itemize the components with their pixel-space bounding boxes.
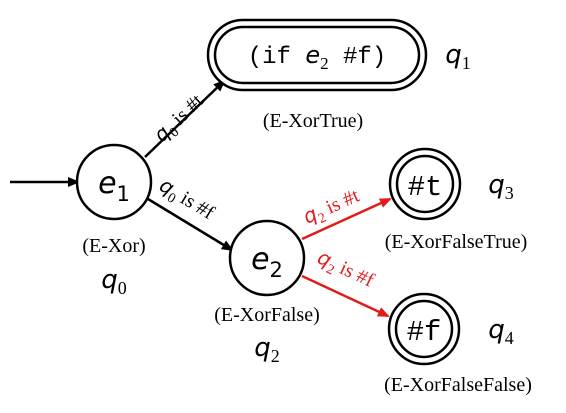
state-e1: e1 — [75, 143, 153, 221]
state-name-q4-sub: 4 — [505, 328, 514, 348]
state-q4-text: #f — [407, 316, 442, 349]
svg-text:q0 is #f: q0 is #f — [153, 173, 219, 228]
edge-e2-to-q3 — [301, 197, 392, 241]
state-q1-base: e — [305, 41, 320, 69]
rule-label-e-xor: (E-Xor) — [82, 235, 145, 257]
edge-e1-to-q1 — [144, 79, 226, 158]
state-name-q4: q4 — [488, 315, 514, 348]
state-name-q3-base: q — [488, 170, 505, 200]
rule-label-e-xorfalse: (E-XorFalse) — [214, 304, 320, 326]
state-name-q3-sub: 3 — [505, 183, 514, 203]
rule-label-e-xorfalsefalse: (E-XorFalseFalse) — [384, 374, 532, 396]
edge-label-e1-to-e2: q0 is #f — [153, 173, 219, 228]
edge-label-e1-to-q1: q0 is #t — [149, 88, 211, 149]
state-e1-sub: 1 — [117, 182, 130, 206]
state-q3-text: #t — [408, 171, 443, 204]
edge-label-e2-to-q4-rest: is #f — [332, 255, 378, 292]
svg-text:(if e2 #f): (if e2 #f) — [248, 41, 386, 73]
edge-e2-to-q4 — [301, 274, 390, 318]
state-q1: (if e2 #f) — [206, 18, 428, 92]
state-name-q1-base: q — [445, 40, 462, 70]
edge-e1-to-e2 — [147, 197, 234, 252]
svg-text:e1: e1 — [98, 166, 130, 206]
state-e2-base: e — [251, 242, 269, 277]
svg-text:e2: e2 — [251, 242, 283, 282]
state-q1-post: #f) — [329, 44, 387, 71]
edge-label-e2-to-q4: q2 is #f — [312, 245, 378, 296]
svg-text:q0 is #t: q0 is #t — [149, 88, 211, 149]
state-e2: e2 — [228, 219, 306, 297]
state-name-q0-sub: 0 — [118, 278, 127, 298]
state-name-q1: q1 — [445, 40, 471, 73]
state-name-q2: q2 — [254, 333, 280, 366]
state-q4: #f — [387, 292, 461, 366]
svg-text:q2 is #f: q2 is #f — [312, 245, 378, 296]
state-e1-base: e — [98, 166, 116, 201]
rule-label-e-xortrue: (E-XorTrue) — [263, 110, 363, 132]
state-name-q0-base: q — [101, 265, 118, 295]
state-q1-sub: 2 — [320, 54, 329, 73]
state-name-q1-sub: 1 — [462, 53, 471, 73]
state-name-q2-sub: 2 — [271, 346, 280, 366]
rule-label-e-xorfalsetrue: (E-XorFalseTrue) — [385, 231, 528, 253]
state-e2-sub: 2 — [270, 258, 283, 282]
state-q3: #t — [388, 147, 462, 221]
state-q1-pre: (if — [248, 44, 306, 71]
state-name-q2-base: q — [254, 333, 271, 363]
state-name-q0: q0 — [101, 265, 127, 298]
state-name-q3: q3 — [488, 170, 514, 203]
state-name-q4-base: q — [488, 315, 505, 345]
